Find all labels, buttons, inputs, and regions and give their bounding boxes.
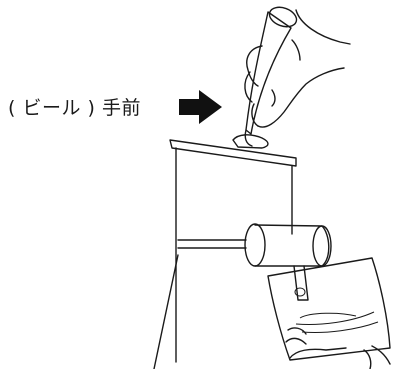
tap-handle-tool — [232, 6, 298, 149]
upper-hand — [244, 9, 351, 128]
beer-front-label: ( ビール ) 手前 — [8, 97, 141, 119]
dispenser-body — [153, 139, 297, 369]
lower-hand — [285, 327, 391, 369]
beer-glass — [267, 257, 391, 361]
tap-nozzle — [244, 223, 332, 301]
right-arrow-icon — [179, 90, 222, 124]
